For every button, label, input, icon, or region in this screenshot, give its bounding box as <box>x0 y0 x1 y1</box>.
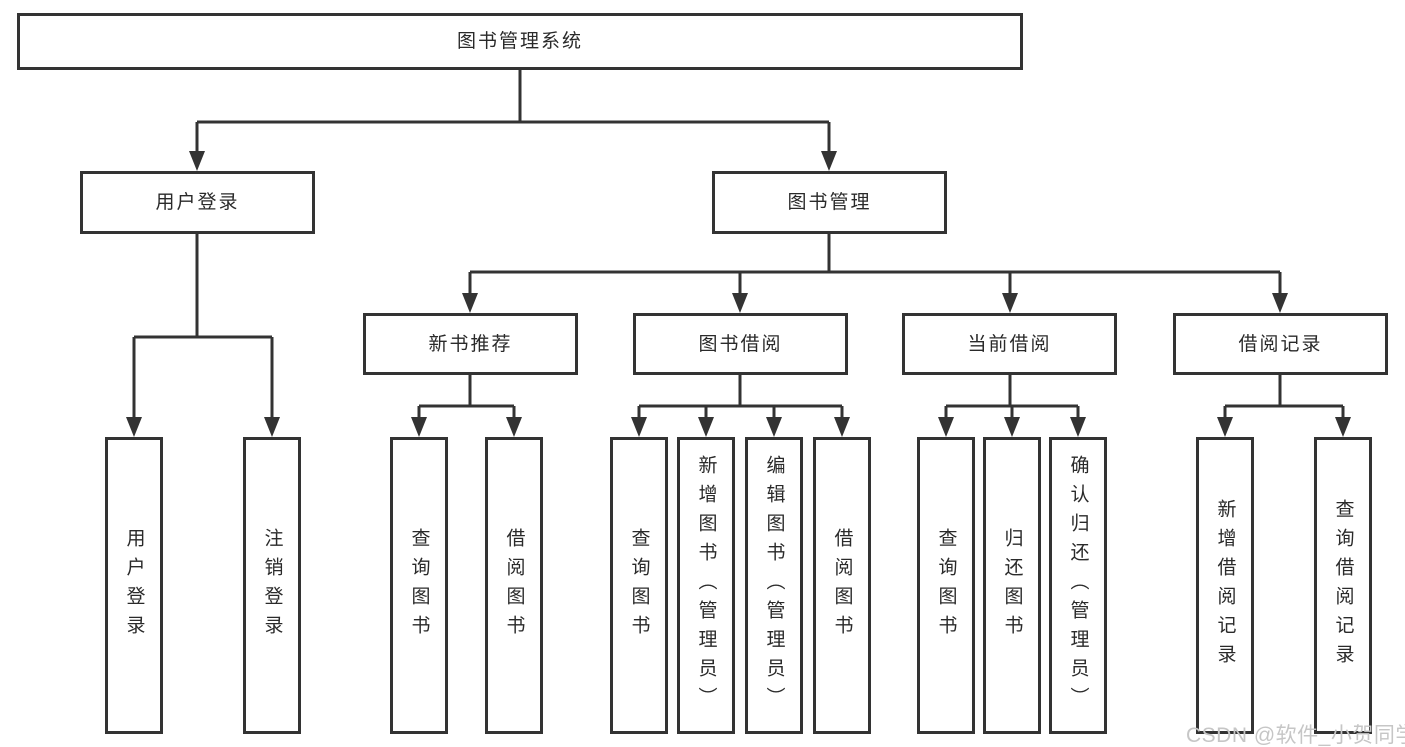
node-root: 图书管理系统 <box>17 13 1023 70</box>
leaf-borrow-books-recommendation-label: 借阅图书 <box>503 527 525 644</box>
leaf-user-login-label: 用户登录 <box>123 527 145 644</box>
node-book-management: 图书管理 <box>712 171 947 234</box>
leaf-query-books-current-label: 查询图书 <box>935 527 957 644</box>
leaf-add-borrowing-record-label: 新增借阅记录 <box>1214 498 1236 673</box>
leaf-return-books-label: 归还图书 <box>1001 527 1023 644</box>
node-book-borrowing-label: 图书借阅 <box>698 333 783 355</box>
leaf-add-borrowing-record: 新增借阅记录 <box>1196 437 1254 734</box>
leaf-confirm-return-admin: 确认归还（管理员） <box>1049 437 1107 734</box>
node-new-book-recommendation-label: 新书推荐 <box>428 333 513 355</box>
watermark: CSDN @软件_小贺同学 <box>1186 724 1405 747</box>
leaf-logout: 注销登录 <box>243 437 301 734</box>
node-book-borrowing: 图书借阅 <box>633 313 848 375</box>
leaf-edit-books-admin-label: 编辑图书（管理员） <box>763 455 785 716</box>
leaf-return-books: 归还图书 <box>983 437 1041 734</box>
leaf-borrow-books-label: 借阅图书 <box>831 527 853 644</box>
node-user-login: 用户登录 <box>80 171 315 234</box>
node-borrowing-records-label: 借阅记录 <box>1238 333 1323 355</box>
leaf-user-login: 用户登录 <box>105 437 163 734</box>
leaf-query-borrowing-record-label: 查询借阅记录 <box>1332 498 1354 673</box>
leaf-borrow-books-recommendation: 借阅图书 <box>485 437 543 734</box>
leaf-confirm-return-admin-label: 确认归还（管理员） <box>1067 455 1089 716</box>
leaf-edit-books-admin: 编辑图书（管理员） <box>745 437 803 734</box>
leaf-query-books-current: 查询图书 <box>917 437 975 734</box>
node-book-management-label: 图书管理 <box>787 192 872 213</box>
node-current-borrowing: 当前借阅 <box>902 313 1117 375</box>
leaf-logout-label: 注销登录 <box>261 527 283 644</box>
node-borrowing-records: 借阅记录 <box>1173 313 1388 375</box>
node-root-label: 图书管理系统 <box>456 31 583 52</box>
leaf-query-books-recommendation-label: 查询图书 <box>408 527 430 644</box>
leaf-query-borrowing-record: 查询借阅记录 <box>1314 437 1372 734</box>
node-current-borrowing-label: 当前借阅 <box>967 333 1052 355</box>
leaf-borrow-books: 借阅图书 <box>813 437 871 734</box>
leaf-add-books-admin-label: 新增图书（管理员） <box>695 455 717 716</box>
leaf-add-books-admin: 新增图书（管理员） <box>677 437 735 734</box>
node-new-book-recommendation: 新书推荐 <box>363 313 578 375</box>
leaf-query-books-borrowing: 查询图书 <box>610 437 668 734</box>
leaf-query-books-recommendation: 查询图书 <box>390 437 448 734</box>
node-user-login-label: 用户登录 <box>155 192 240 213</box>
leaf-query-books-borrowing-label: 查询图书 <box>628 527 650 644</box>
